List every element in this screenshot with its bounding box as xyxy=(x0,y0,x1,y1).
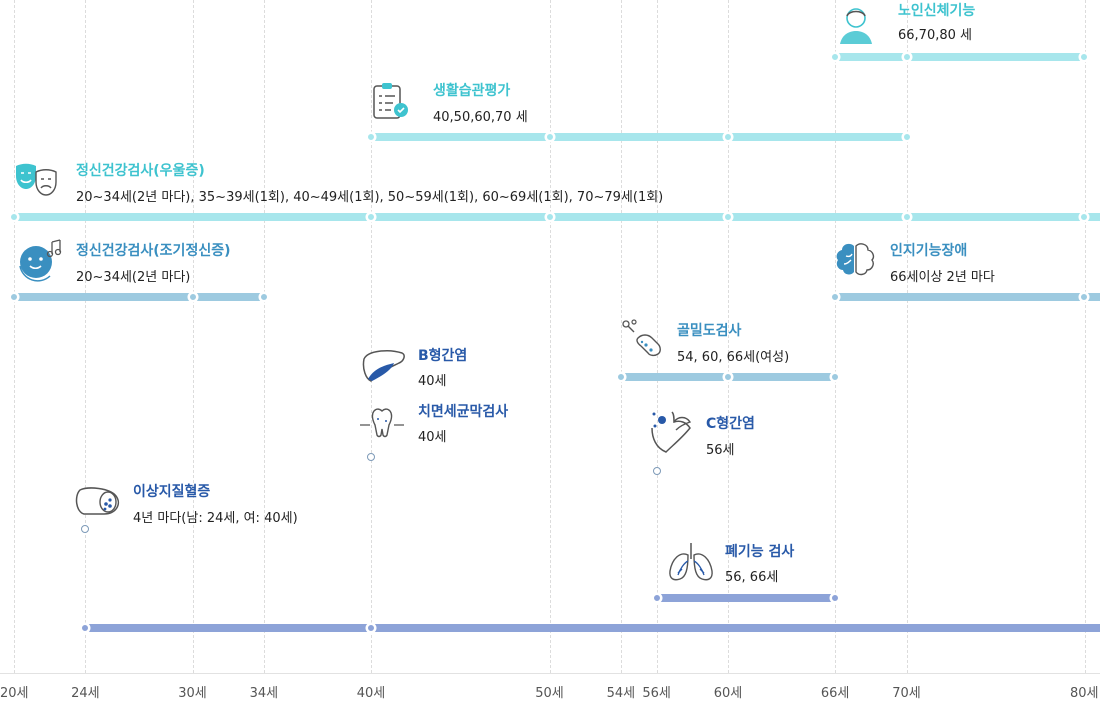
bar-base xyxy=(85,624,1100,632)
bar-dot-mental-early xyxy=(259,293,268,301)
age-tick-label: 50세 xyxy=(535,686,564,701)
title-cognitive: 인지기능장애 xyxy=(890,243,968,259)
bar-dot-base xyxy=(81,624,90,632)
pin-hep-c xyxy=(652,467,661,475)
bar-dot-mental-depression xyxy=(724,213,732,221)
desc-bone: 54, 60, 66세(여성) xyxy=(677,350,790,365)
bar-cognitive xyxy=(835,293,1100,301)
age-tick-label: 70세 xyxy=(892,686,921,701)
title-mental-early: 정신건강검사(조기정신증) xyxy=(76,243,231,259)
pin-hep-b xyxy=(367,453,375,461)
bar-dot-lifestyle xyxy=(545,133,554,141)
bar-dot-base xyxy=(367,624,375,632)
bar-dot-cognitive xyxy=(1080,293,1088,301)
age-tick-label: 56세 xyxy=(642,686,671,701)
age-guide-66 xyxy=(835,0,837,673)
desc-hep-c: 56세 xyxy=(706,443,735,458)
title-lifestyle: 생활습관평가 xyxy=(433,83,511,99)
brain-icon xyxy=(832,240,878,280)
age-tick-label: 34세 xyxy=(249,686,279,701)
bar-dot-lifestyle xyxy=(902,133,911,141)
age-tick-label: 24세 xyxy=(71,686,100,701)
bar-dot-mental-depression xyxy=(1080,213,1088,221)
title-dyslipidemia: 이상지질혈증 xyxy=(133,484,211,500)
age-guide-40 xyxy=(371,0,372,673)
title-hep-b: B형간염 xyxy=(418,348,468,364)
age-guide-24 xyxy=(85,0,87,673)
pin-dyslipidemia xyxy=(81,525,90,533)
age-guide-70 xyxy=(906,0,908,673)
age-guide-60 xyxy=(728,0,729,673)
bar-dot-bone xyxy=(724,373,732,381)
bar-dot-elderly xyxy=(1080,53,1088,61)
tooth-icon xyxy=(360,405,404,439)
age-guide-80 xyxy=(1085,0,1086,673)
age-axis-line xyxy=(0,673,1100,674)
bar-lifestyle xyxy=(371,133,907,141)
desc-dental: 40세 xyxy=(418,430,447,445)
age-guide-54 xyxy=(620,0,622,673)
desc-mental-early: 20~34세(2년 마다) xyxy=(76,270,191,285)
bar-elderly xyxy=(835,53,1085,61)
liver-virus-icon xyxy=(648,406,694,454)
desc-cognitive: 66세이상 2년 마다 xyxy=(890,270,995,285)
title-dental: 치면세균막검사 xyxy=(418,404,509,420)
bar-dot-elderly xyxy=(902,53,911,61)
age-tick-label: 30세 xyxy=(178,686,207,701)
bar-dot-mental-early xyxy=(188,293,197,301)
liver-icon xyxy=(360,345,406,383)
bar-dot-mental-early xyxy=(10,293,18,301)
title-mental-depression: 정신건강검사(우울증) xyxy=(76,163,205,179)
bar-dot-mental-depression xyxy=(545,213,554,221)
age-guide-20 xyxy=(14,0,15,673)
bar-dot-lung xyxy=(652,594,661,602)
age-guide-34 xyxy=(263,0,265,673)
title-lung: 폐기능 검사 xyxy=(725,544,795,560)
bar-dot-cognitive xyxy=(831,293,840,301)
desc-lung: 56, 66세 xyxy=(725,570,779,585)
bar-dot-mental-depression xyxy=(10,213,18,221)
bar-dot-lifestyle xyxy=(367,133,375,141)
bar-dot-lung xyxy=(831,594,840,602)
age-tick-label: 60세 xyxy=(713,686,743,701)
smiling-moon-icon xyxy=(14,236,64,284)
age-tick-label: 40세 xyxy=(356,686,386,701)
bar-dot-lifestyle xyxy=(724,133,732,141)
title-bone: 골밀도검사 xyxy=(677,323,742,339)
elderly-person-icon xyxy=(836,4,876,44)
desc-elderly: 66,70,80 세 xyxy=(898,28,972,43)
desc-mental-depression: 20~34세(2년 마다), 35~39세(1회), 40~49세(1회), 5… xyxy=(76,190,664,205)
age-tick-label: 20세 xyxy=(0,686,29,701)
desc-hep-b: 40세 xyxy=(418,374,447,389)
bar-lung xyxy=(656,594,836,602)
bar-dot-bone xyxy=(831,373,840,381)
age-guide-30 xyxy=(192,0,194,673)
age-tick-label: 54세 xyxy=(606,686,636,701)
bar-dot-mental-depression xyxy=(902,213,911,221)
age-tick-label: 66세 xyxy=(820,686,850,701)
checklist-clipboard-icon xyxy=(370,80,412,122)
desc-dyslipidemia: 4년 마다(남: 24세, 여: 40세) xyxy=(133,511,298,526)
age-guide-50 xyxy=(549,0,551,673)
desc-lifestyle: 40,50,60,70 세 xyxy=(433,110,528,125)
bar-dot-bone xyxy=(616,373,625,381)
artery-plaque-icon xyxy=(74,484,122,518)
title-elderly: 노인신체기능 xyxy=(898,3,976,19)
bar-mental-depression xyxy=(14,213,1100,221)
title-hep-c: C형간염 xyxy=(706,416,755,432)
bone-icon xyxy=(620,318,666,364)
bar-dot-mental-depression xyxy=(367,213,375,221)
age-tick-label: 80세 xyxy=(1070,686,1099,701)
age-guide-56 xyxy=(656,0,658,673)
lungs-icon xyxy=(668,541,714,583)
bar-dot-elderly xyxy=(831,53,840,61)
theater-masks-icon xyxy=(14,160,58,200)
bar-mental-early xyxy=(14,293,264,301)
